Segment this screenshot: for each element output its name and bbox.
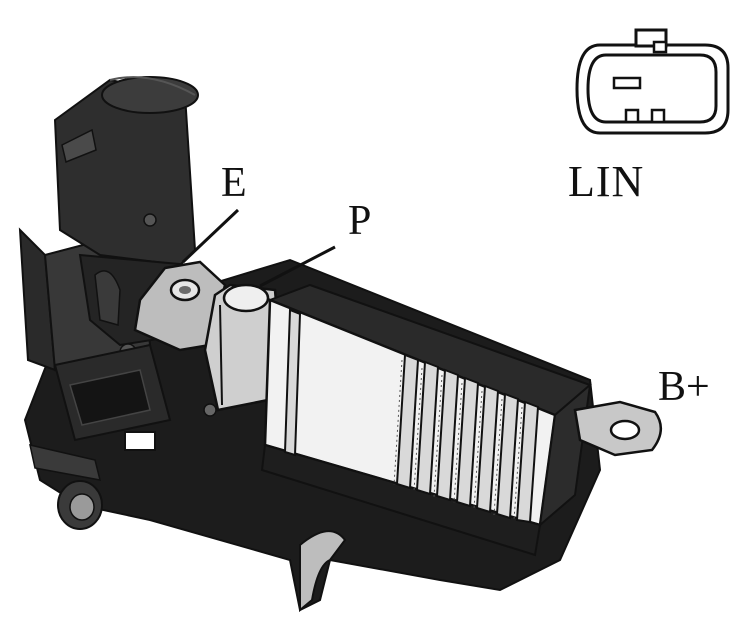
lin-connector-icon [575,28,730,135]
label-e: E [221,160,247,206]
label-b-plus: B+ [658,364,710,410]
label-p: P [348,198,372,244]
leader-line-p [259,245,336,288]
regulator-body [18,76,662,613]
leader-line-e [181,208,240,264]
label-lin: LIN [568,157,645,206]
